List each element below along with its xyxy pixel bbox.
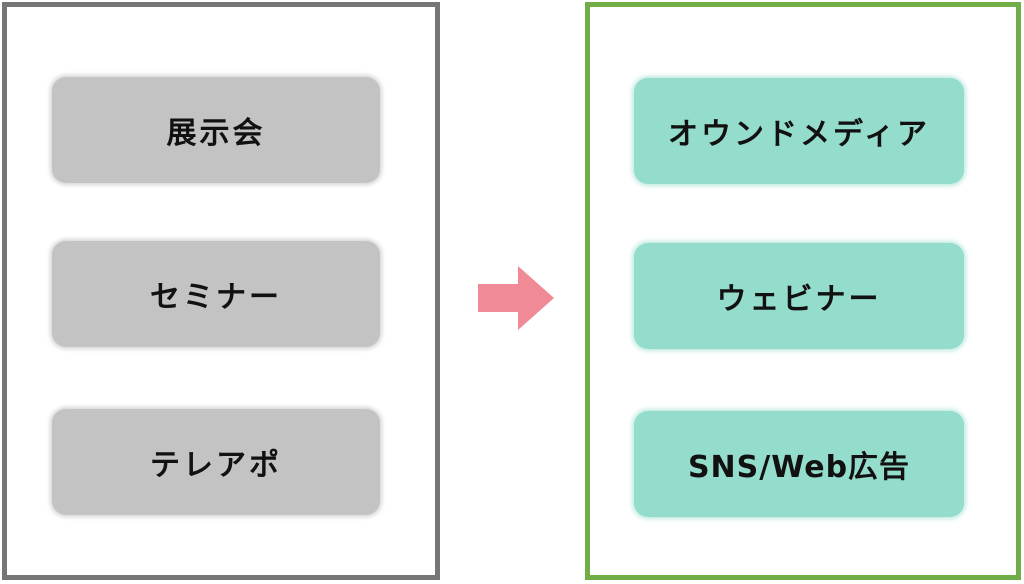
old-method-label: 展示会: [166, 116, 266, 151]
right-arrow-icon: [478, 266, 554, 330]
new-method-owned-media: オウンドメディア: [634, 78, 964, 184]
new-method-label: オウンドメディア: [668, 117, 930, 152]
new-method-sns-web-ads: SNS/Web広告: [634, 411, 964, 517]
old-method-label: テレアポ: [150, 448, 282, 483]
old-method-label: セミナー: [150, 280, 282, 315]
old-method-teleapo: テレアポ: [52, 409, 380, 515]
new-method-label: ウェビナー: [716, 282, 882, 317]
right-panel: オウンドメディア ウェビナー SNS/Web広告: [585, 2, 1021, 580]
left-panel: 展示会 セミナー テレアポ: [2, 2, 440, 580]
new-method-webinar: ウェビナー: [634, 243, 964, 349]
old-method-seminar: セミナー: [52, 241, 380, 347]
new-method-label: SNS/Web広告: [687, 450, 911, 485]
old-method-exhibition: 展示会: [52, 77, 380, 183]
